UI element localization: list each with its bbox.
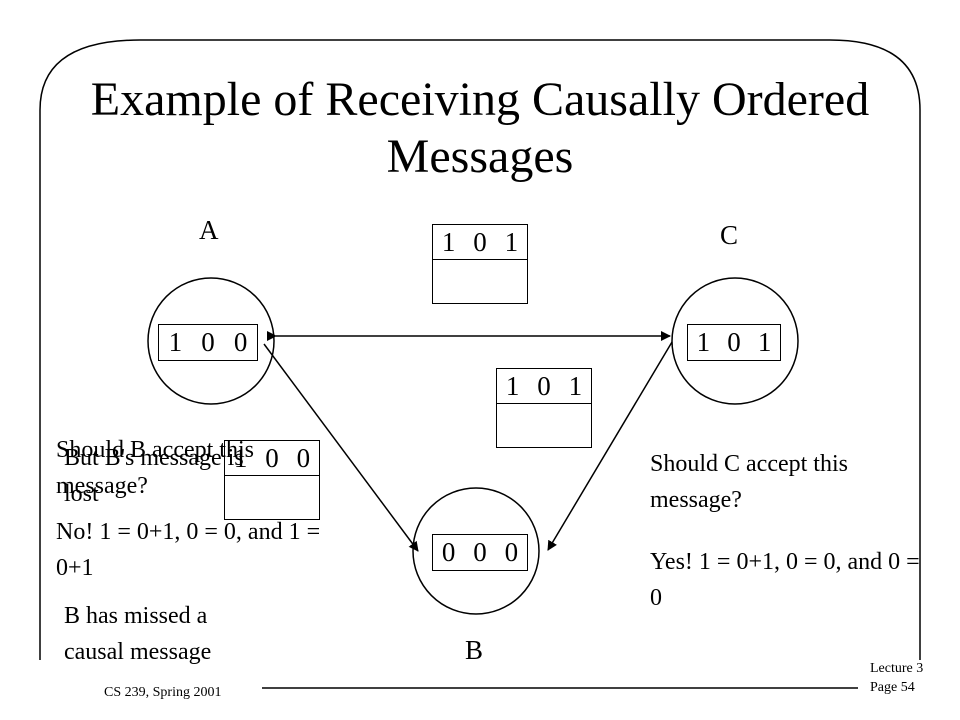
vector-cell: 0 — [441, 537, 456, 567]
vector-cell: 0 — [727, 327, 741, 357]
arrow-c-b — [547, 341, 673, 551]
message-cell: 0 — [473, 227, 487, 257]
footer-course: CS 239, Spring 2001 — [104, 685, 222, 700]
message-cell: 1 — [568, 371, 583, 401]
arrow-a-b — [263, 343, 419, 552]
b-answer-note: No! 1 = 0+1, 0 = 0, and 1 = 0+1 — [56, 519, 321, 581]
vector-cell: 1 — [757, 327, 772, 357]
message-cell: 1 — [441, 227, 456, 257]
vector-cell: 0 — [233, 327, 248, 357]
message-cell: 0 — [296, 443, 311, 473]
c-question-note: Should C accept this message? — [650, 451, 848, 513]
node-a-vector: 1 0 0 — [158, 324, 258, 361]
node-b-vector: 0 0 0 — [432, 534, 528, 571]
node-c-label: C — [720, 220, 739, 250]
message-lost: 1 0 0 — [224, 440, 320, 520]
b-missed-note: B has missed a causal message — [64, 603, 212, 665]
message-middle: 1 0 1 — [496, 368, 592, 448]
slide-title: Example of Receiving Causally Ordered Me… — [90, 73, 870, 183]
b-question-note: Should B accept this message? — [56, 437, 254, 499]
message-cell: 1 — [505, 371, 520, 401]
vector-cell: 0 — [473, 537, 487, 567]
footer-page: Page 54 — [870, 680, 915, 695]
footer-lecture: Lecture 3 — [870, 661, 924, 676]
vector-cell: 0 — [504, 537, 519, 567]
c-answer-note: Yes! 1 = 0+1, 0 = 0, and 0 = 0 — [650, 549, 920, 611]
vector-cell: 0 — [201, 327, 215, 357]
slide-frame — [39, 39, 921, 660]
node-c-vector: 1 0 1 — [687, 324, 781, 361]
message-cell: 1 — [504, 227, 519, 257]
node-a-label: A — [199, 215, 219, 245]
vector-cell: 1 — [168, 327, 183, 357]
message-cell: 0 — [265, 443, 279, 473]
message-cell: 0 — [537, 371, 551, 401]
message-cell: 1 — [233, 443, 248, 473]
node-b-label: B — [465, 635, 484, 665]
message-top: 1 0 1 — [432, 224, 528, 304]
lost-message-note: But B's message is lost — [64, 445, 244, 507]
vector-cell: 1 — [696, 327, 711, 357]
